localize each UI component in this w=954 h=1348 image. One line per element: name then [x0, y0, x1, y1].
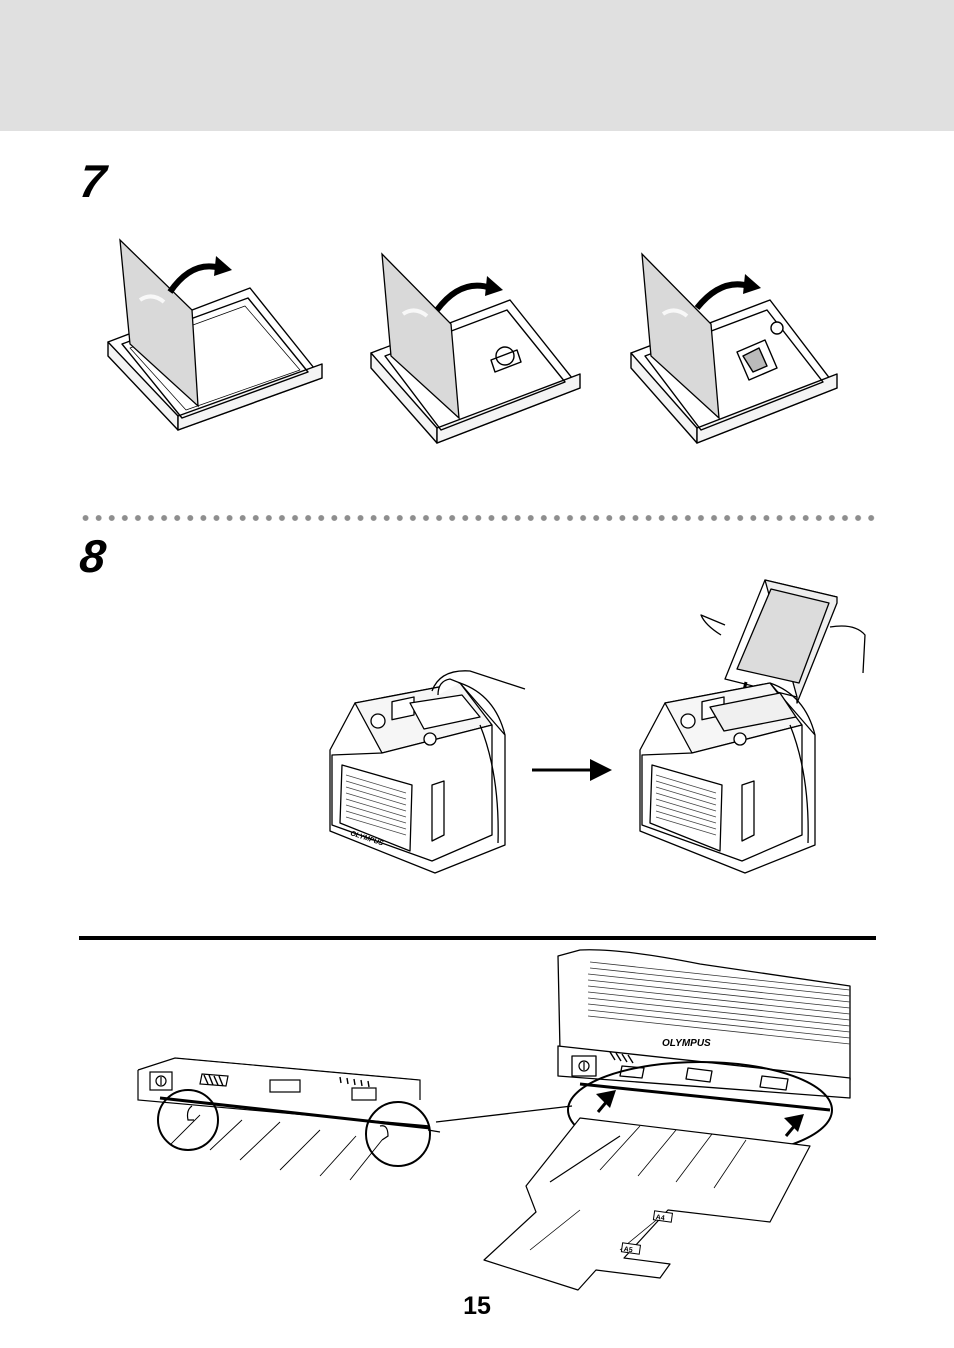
- cassette-open-illustration-1: [100, 230, 330, 430]
- arrow-right-icon: [530, 755, 615, 785]
- page-number: 15: [0, 1292, 954, 1321]
- step-number-7: 7: [78, 158, 108, 204]
- arrow-up-icon: [784, 1114, 804, 1136]
- printer-paper-tray-illustration: OLYMPUS A4 A5: [470, 950, 870, 1300]
- tray-label-a4: A4: [655, 1214, 665, 1222]
- tray-label-a5: A5: [623, 1246, 633, 1254]
- arrow-up-icon: [596, 1090, 616, 1112]
- arrow-curved-icon: [697, 284, 749, 308]
- section-rule: [79, 936, 876, 940]
- printer-base-closeup-illustration: [130, 1040, 440, 1180]
- arrow-curved-icon: [437, 286, 491, 310]
- dotted-divider: [79, 513, 876, 523]
- header-band: [0, 0, 954, 131]
- printer-insert-cassette-illustration: [625, 575, 870, 875]
- printer-brand-label-2: OLYMPUS: [662, 1038, 711, 1049]
- step-number-8: 8: [78, 533, 108, 579]
- cassette-open-illustration-2: [365, 248, 595, 448]
- cassette-open-illustration-3: [625, 248, 855, 448]
- printer-remove-paper-illustration: OLYMPUS: [320, 655, 535, 875]
- arrow-curved-icon: [170, 266, 220, 292]
